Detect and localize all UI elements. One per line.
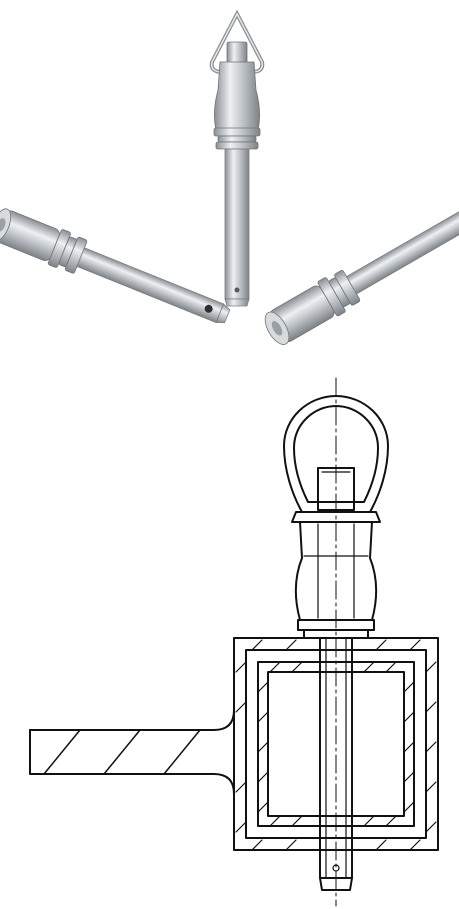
ball-lock-pin-photo-icon bbox=[0, 9, 459, 345]
pin-vertical bbox=[209, 9, 265, 307]
technical-drawing bbox=[0, 372, 459, 909]
product-photo bbox=[0, 0, 459, 372]
ball-lock-pin-drawing-icon bbox=[29, 377, 439, 907]
pin-left bbox=[0, 208, 231, 324]
pin-right bbox=[264, 203, 459, 345]
